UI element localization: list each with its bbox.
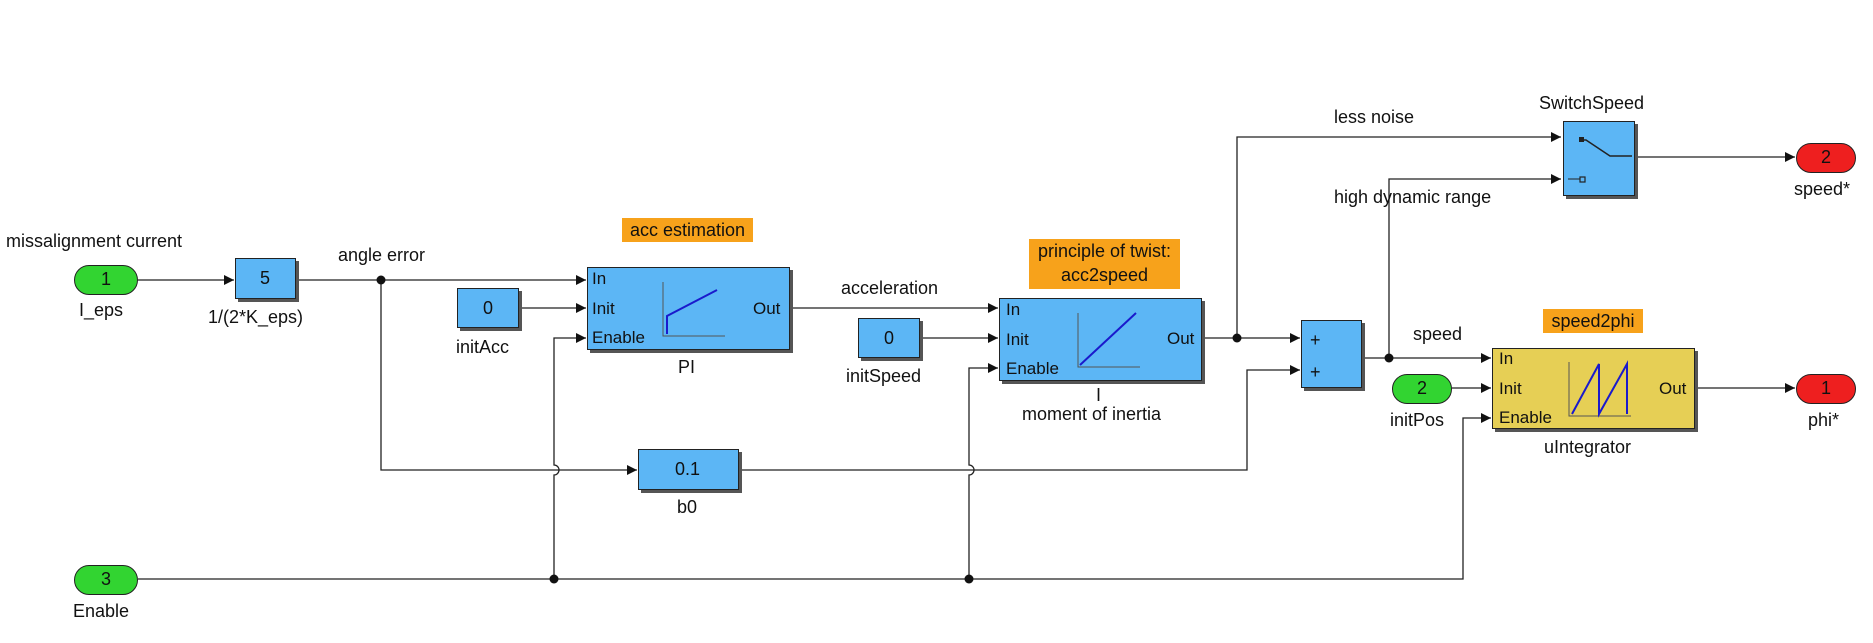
outport-speed-number: 2 <box>1820 147 1831 167</box>
inport-ieps-number: 1 <box>100 269 111 289</box>
sum-block[interactable]: + + <box>1301 320 1362 388</box>
b0-value: 0.1 <box>675 459 701 479</box>
wire-enable-to-pi <box>553 333 586 579</box>
i-plot-icon <box>1077 312 1140 368</box>
inport-enable-label: Enable <box>73 601 130 621</box>
b0-block[interactable]: 0.1 <box>638 449 739 490</box>
u-integrator-port-out: Out <box>1659 379 1687 398</box>
wire-less-noise <box>1236 132 1561 338</box>
init-speed-value: 0 <box>884 328 895 348</box>
init-acc-name: initAcc <box>456 337 510 357</box>
outport-phi-number: 1 <box>1820 378 1831 398</box>
sum-sign-upper: + <box>1310 330 1321 350</box>
signal-speed-label: speed <box>1413 324 1463 344</box>
u-integrator-port-enable: Enable <box>1499 408 1552 427</box>
u-integrator-name: uIntegrator <box>1544 437 1632 457</box>
annotation-twist: principle of twist: acc2speed <box>1029 239 1180 289</box>
annotation-twist-line2: acc2speed <box>1060 265 1149 285</box>
switch-icon <box>1568 137 1632 183</box>
init-speed-name: initSpeed <box>846 366 922 386</box>
i-port-enable: Enable <box>1006 359 1059 378</box>
switch-speed-block[interactable] <box>1563 121 1635 196</box>
wire-high-dynamic <box>1388 174 1561 358</box>
i-port-in: In <box>1006 300 1021 319</box>
gain-keps-value: 5 <box>260 268 271 288</box>
inport-ieps[interactable]: 1 <box>74 265 138 295</box>
pi-port-enable: Enable <box>592 328 645 347</box>
annotation-speed2phi: speed2phi <box>1543 309 1643 333</box>
outport-speed-label: speed* <box>1794 179 1851 199</box>
junction-enable-pi <box>549 574 559 584</box>
b0-name: b0 <box>677 497 698 517</box>
u-integrator-port-init: Init <box>1499 379 1522 398</box>
init-acc-block[interactable]: 0 <box>457 288 519 328</box>
signal-less-noise-label: less noise <box>1334 107 1415 127</box>
moment-of-inertia-label: moment of inertia <box>1022 404 1162 424</box>
inport-initpos-label: initPos <box>1390 410 1445 430</box>
u-integrator-plot-icon <box>1568 360 1631 418</box>
annotation-twist-line1: principle of twist: <box>1037 241 1172 261</box>
outport-phi-label: phi* <box>1808 410 1840 430</box>
i-block[interactable]: In Init Enable Out <box>999 298 1202 381</box>
outport-phi[interactable]: 1 <box>1796 374 1856 404</box>
u-integrator-port-in: In <box>1499 349 1514 368</box>
wire-angle-to-b0 <box>380 280 637 475</box>
switch-speed-name: SwitchSpeed <box>1539 93 1645 113</box>
junction-enable-i <box>964 574 974 584</box>
signal-angle-error-label: angle error <box>338 245 426 265</box>
gain-keps-name: 1/(2*K_eps) <box>208 307 304 327</box>
annotation-acc-estimation: acc estimation <box>622 218 753 242</box>
wire-enable-to-i <box>968 363 998 579</box>
i-port-out: Out <box>1167 329 1195 348</box>
pi-port-init: Init <box>592 299 615 318</box>
wire-enable-main <box>138 413 1491 580</box>
pi-port-out: Out <box>753 299 781 318</box>
junction-speed <box>1384 353 1394 363</box>
init-speed-block[interactable]: 0 <box>858 318 920 358</box>
junction-i-out <box>1232 333 1242 343</box>
i-port-init: Init <box>1006 330 1029 349</box>
signal-high-dynamic-label: high dynamic range <box>1334 187 1492 207</box>
i-name: I <box>1096 385 1102 405</box>
pi-plot-icon <box>662 282 725 337</box>
init-acc-value: 0 <box>483 298 494 318</box>
pi-port-in: In <box>592 269 607 288</box>
gain-keps-block[interactable]: 5 <box>235 258 296 299</box>
sum-sign-lower: + <box>1310 362 1321 382</box>
junction-angle-error <box>376 275 386 285</box>
inport-enable[interactable]: 3 <box>74 565 138 595</box>
pi-block[interactable]: In Init Enable Out <box>587 267 790 350</box>
inport-enable-number: 3 <box>100 569 111 589</box>
pi-name: PI <box>678 357 696 377</box>
inport-initpos[interactable]: 2 <box>1392 374 1452 404</box>
signal-acceleration-label: acceleration <box>841 278 939 298</box>
inport-initpos-number: 2 <box>1416 378 1427 398</box>
signal-missalignment-label: missalignment current <box>6 231 183 251</box>
outport-speed[interactable]: 2 <box>1796 143 1856 173</box>
u-integrator-block[interactable]: In Init Enable Out <box>1492 348 1695 429</box>
inport-ieps-label: I_eps <box>79 300 124 320</box>
wire-b0-to-sum <box>739 365 1300 471</box>
